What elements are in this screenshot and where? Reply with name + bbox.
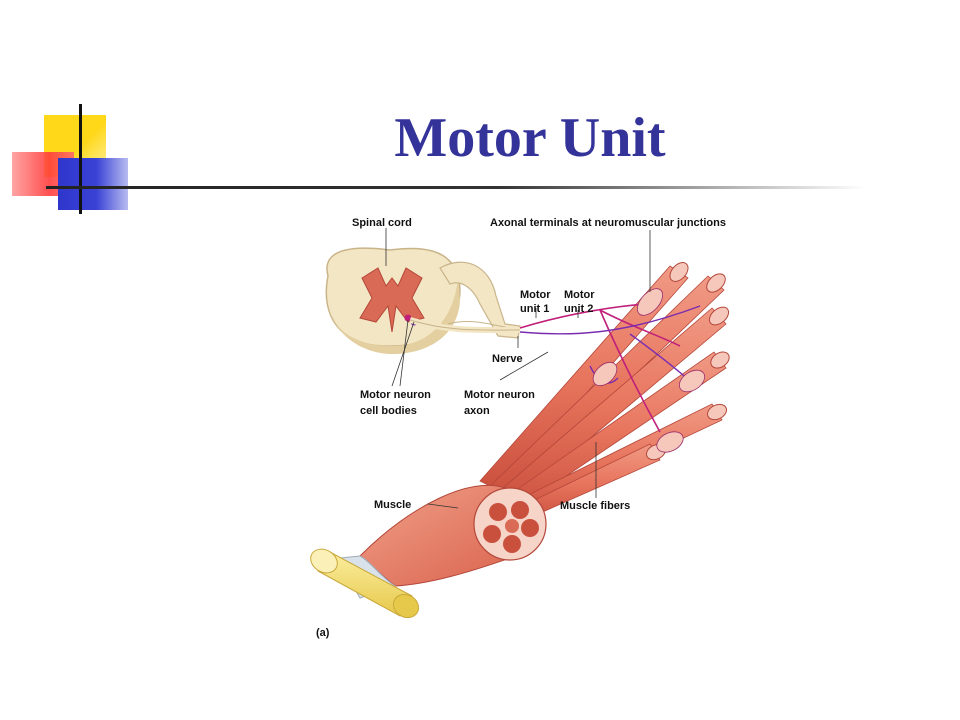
motor-unit-diagram: Spinal cord Axonal terminals at neuromus… xyxy=(310,217,730,639)
neuromuscular-junctions xyxy=(592,288,706,453)
label-motor-unit-1-line2: unit 1 xyxy=(520,303,549,315)
motor-neuron-cell-body-1 xyxy=(404,314,412,322)
axons xyxy=(519,291,701,433)
decor-vertical-line xyxy=(79,104,82,214)
label-motor-neuron-cell-bodies-line2: cell bodies xyxy=(360,405,417,417)
decor-blue-square xyxy=(58,158,128,210)
spinal-cord xyxy=(325,247,521,354)
muscle-fibers xyxy=(479,262,730,523)
muscle xyxy=(359,484,547,587)
label-axonal-terminals: Axonal terminals at neuromuscular juncti… xyxy=(490,217,726,229)
label-motor-unit-2-line1: Motor xyxy=(564,289,595,301)
label-motor-unit-1-line1: Motor xyxy=(520,289,551,301)
label-motor-neuron-axon-line2: axon xyxy=(464,405,490,417)
label-motor-unit-2-line2: unit 2 xyxy=(564,303,593,315)
label-muscle-fibers: Muscle fibers xyxy=(560,500,630,512)
label-nerve: Nerve xyxy=(492,353,523,365)
label-motor-neuron-axon-line1: Motor neuron xyxy=(464,389,535,401)
label-panel: (a) xyxy=(316,627,330,639)
leader-lines xyxy=(385,228,651,509)
label-muscle: Muscle xyxy=(374,499,411,511)
slide-title: Motor Unit xyxy=(394,107,666,169)
label-motor-neuron-cell-bodies-line1: Motor neuron xyxy=(360,389,431,401)
bone xyxy=(310,548,420,619)
label-spinal-cord: Spinal cord xyxy=(352,217,412,229)
title-underline xyxy=(46,186,866,189)
